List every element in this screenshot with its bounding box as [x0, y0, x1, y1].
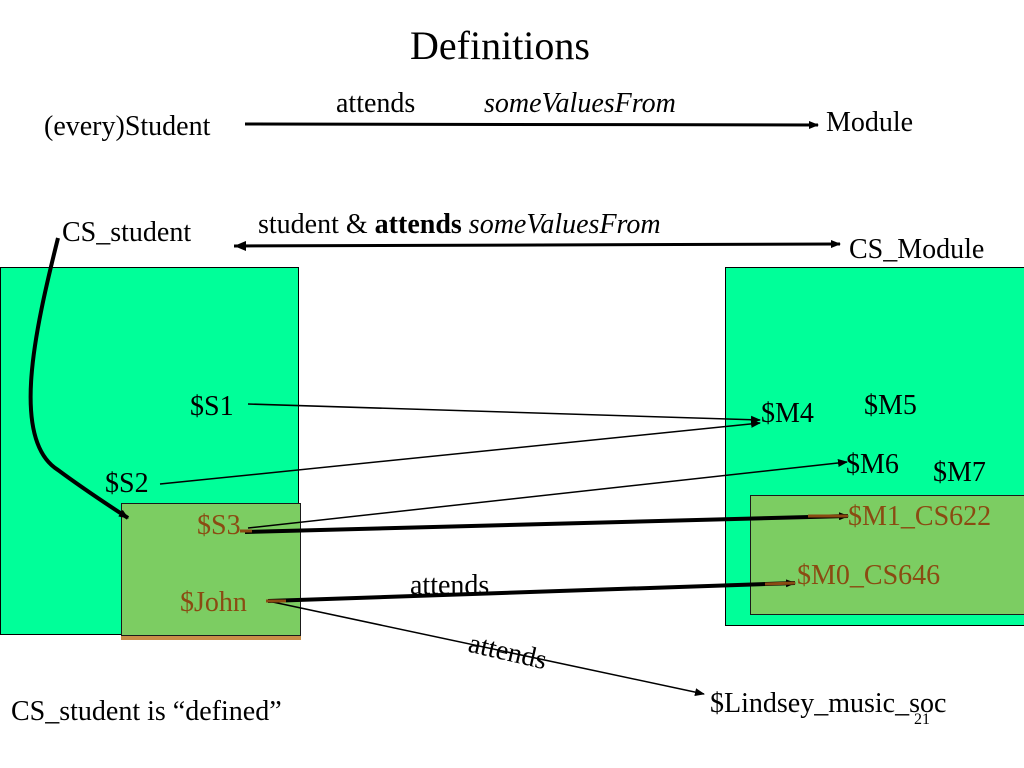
instance-m5: $M5 — [864, 390, 917, 421]
m0-brown-connector — [764, 581, 796, 586]
row1-arrow — [244, 120, 819, 129]
row2-relation-label: student & attends someValuesFrom — [258, 211, 661, 239]
instance-m7: $M7 — [933, 457, 986, 488]
row2-double-arrow — [233, 240, 841, 251]
instance-m6: $M6 — [846, 449, 899, 480]
cs-module-subset — [750, 495, 1024, 615]
module-label: Module — [826, 107, 914, 138]
cs-student-label: CS_student — [62, 217, 192, 248]
instance-s3: $S3 — [197, 510, 241, 541]
lindsey-music-soc-node: $Lindsey_music_soc — [710, 688, 947, 719]
cs-module-label: CS_Module — [849, 234, 985, 265]
row1-restriction-label: someValuesFrom — [484, 88, 676, 119]
instance-s1: $S1 — [190, 391, 234, 422]
instance-john: $John — [180, 587, 247, 618]
s1-to-m4 — [247, 403, 761, 424]
john-to-lindsey — [267, 600, 705, 697]
row1-relation-label: attends — [336, 88, 416, 119]
slide-number: 21 — [914, 711, 930, 728]
instance-m0-cs646: $M0_CS646 — [797, 560, 941, 591]
instance-m4: $M4 — [761, 398, 814, 429]
instance-s2: $S2 — [105, 468, 149, 499]
s2-to-m4 — [159, 419, 761, 485]
row2-restriction: someValuesFrom — [468, 209, 661, 240]
row2-relation-bold: attends — [374, 209, 462, 240]
subset-curve-arrow — [28, 237, 130, 520]
instance-m1-cs622: $M1_CS622 — [848, 501, 992, 532]
slide-title: Definitions — [410, 23, 590, 68]
every-student-label: (every)Student — [44, 111, 211, 142]
s3-to-m6 — [247, 459, 848, 529]
s3-to-m1 — [244, 512, 849, 534]
row2-relation-prefix: student & — [258, 209, 375, 240]
john-to-m0 — [267, 579, 796, 603]
footer-note: CS_student is “defined” — [11, 696, 282, 727]
attends-label-1: attends — [410, 570, 490, 601]
